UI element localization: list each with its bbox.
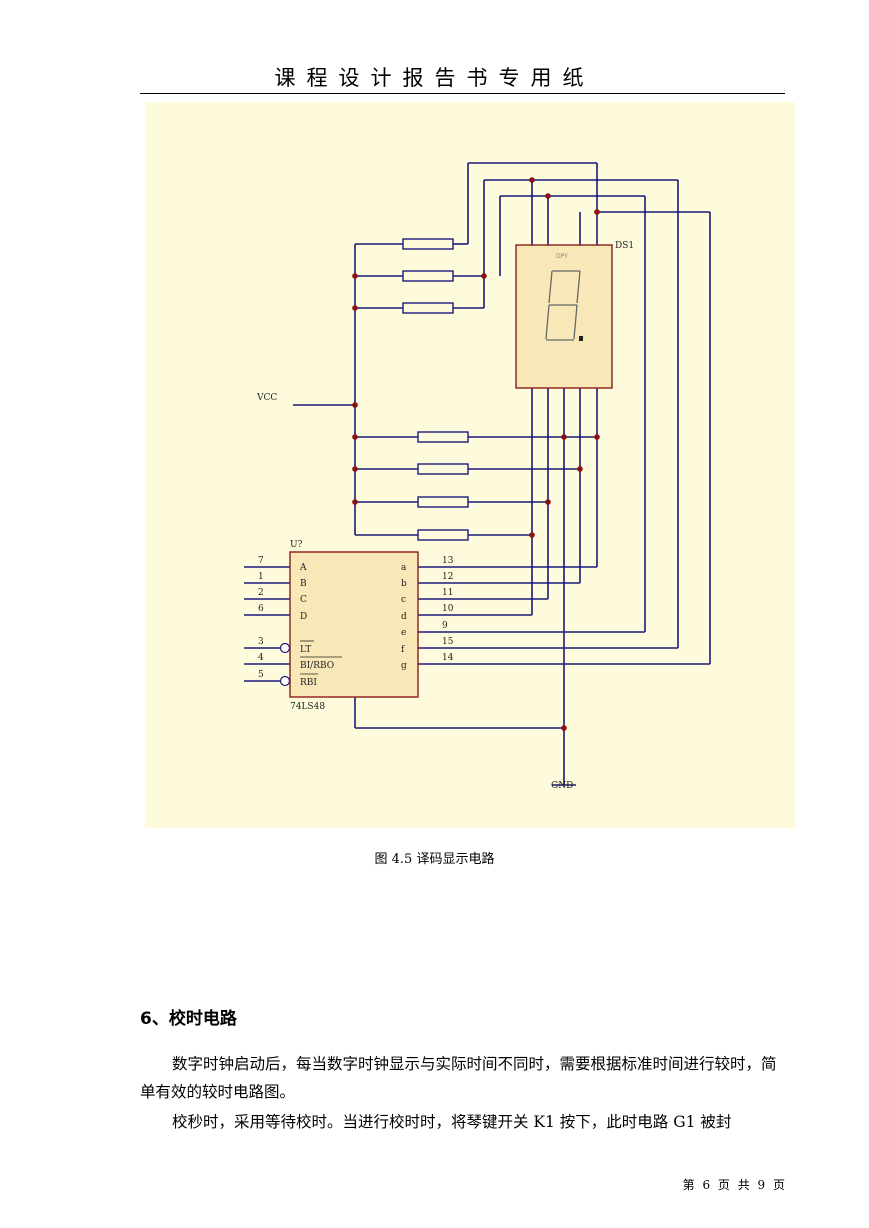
seven-segment-glyph (545, 270, 581, 341)
rbi-inversion-bubble (279, 675, 291, 687)
output-c-label: c (401, 595, 406, 605)
resistor (417, 463, 469, 475)
rbi-label: RBI (300, 678, 317, 688)
output-a-label: a (401, 563, 407, 573)
input-c-label: C (300, 595, 307, 605)
display-part-label: DPY (556, 253, 568, 260)
output-e-label: e (401, 628, 406, 638)
lt-inversion-bubble (279, 642, 291, 654)
pin-15-label: 15 (442, 637, 454, 647)
input-b-label: B (300, 579, 307, 589)
page-header-title: 课程设计报告书专用纸 (274, 66, 595, 90)
pin-9-label: 9 (442, 621, 448, 631)
paragraph-2: 校秒时，采用等待校时。当进行校时时，将琴键开关 K1 按下，此时电路 G1 被封 (172, 1113, 732, 1131)
chip-part-label: 74LS48 (290, 702, 325, 712)
gnd-label: GND (551, 781, 573, 791)
resistor (402, 270, 454, 282)
output-b-label: b (401, 579, 407, 589)
decoder-chip-74ls48 (289, 551, 419, 698)
junctions (352, 177, 600, 731)
output-g-label: g (401, 661, 407, 671)
pin-3-label: 3 (258, 637, 264, 647)
input-a-label: A (299, 563, 307, 573)
output-f-label: f (401, 645, 405, 655)
pin-7-label: 7 (258, 556, 264, 566)
pin-14-label: 14 (442, 653, 454, 663)
header-rule (140, 93, 785, 94)
bi-rbo-label: BI/RBO (300, 661, 334, 671)
figure-caption: 图 4.5 译码显示电路 (374, 852, 495, 867)
resistor (417, 431, 469, 443)
circuit-figure (145, 102, 795, 828)
pin-10-label: 10 (442, 604, 454, 614)
page-number-footer: 第 6 页 共 9 页 (682, 1178, 785, 1192)
pin-4-label: 4 (258, 653, 264, 663)
resistor (417, 496, 469, 508)
pin-13-label: 13 (442, 556, 454, 566)
input-d-label: D (300, 612, 307, 622)
lt-label: LT (300, 645, 311, 655)
resistor (402, 238, 454, 250)
pin-12-label: 12 (442, 572, 453, 582)
pin-2-label: 2 (258, 588, 264, 598)
pin-5-label: 5 (258, 670, 264, 680)
chip-ref-label: U? (290, 540, 303, 550)
resistors (402, 238, 469, 541)
pin-11-label: 11 (442, 588, 453, 598)
wires (244, 162, 711, 786)
section-heading: 6、校时电路 (140, 1009, 237, 1029)
display-ref-label: DS1 (615, 241, 634, 251)
pin-6-label: 6 (258, 604, 264, 614)
seven-segment-display (515, 244, 613, 389)
resistor (417, 529, 469, 541)
output-d-label: d (401, 612, 407, 622)
resistor (402, 302, 454, 314)
paragraph-1: 数字时钟启动后，每当数字时钟显示与实际时间不同时，需要根据标准时间进行较时，简单… (140, 1055, 777, 1101)
pin-1-label: 1 (258, 572, 264, 582)
vcc-label: VCC (256, 393, 277, 403)
